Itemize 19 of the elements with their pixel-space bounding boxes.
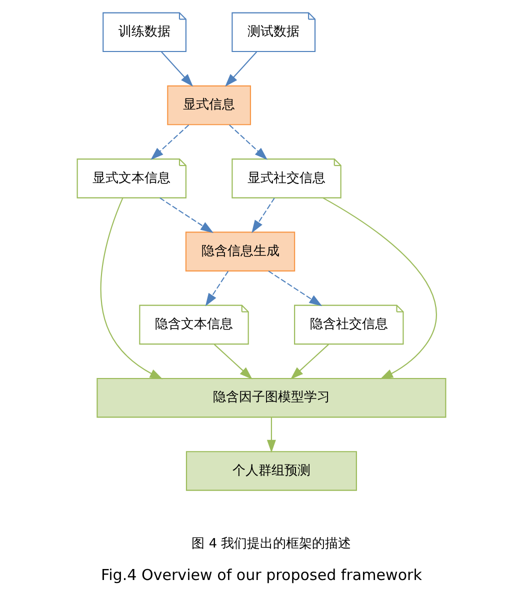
arrow bbox=[290, 344, 329, 380]
arrow bbox=[268, 270, 322, 306]
node-box: 隐含因子图模型学习 bbox=[96, 378, 446, 418]
node-box: 隐含信息生成 bbox=[185, 232, 296, 272]
caption: Fig.4 Overview of our proposed framework bbox=[101, 566, 422, 584]
arrow bbox=[160, 198, 214, 233]
arrow bbox=[161, 52, 194, 87]
node-box: 显式信息 bbox=[167, 85, 252, 126]
arrow bbox=[252, 198, 275, 234]
arrow bbox=[205, 271, 229, 306]
arrow bbox=[214, 344, 252, 380]
arrow bbox=[150, 124, 190, 160]
arrow bbox=[322, 197, 437, 380]
label: 图 4 我们提出的框架的描述 bbox=[192, 536, 352, 552]
arrow bbox=[225, 52, 258, 87]
node-box: 个人群组预测 bbox=[186, 451, 357, 491]
arrow bbox=[229, 124, 268, 160]
arrow bbox=[100, 198, 163, 380]
arrow bbox=[266, 418, 276, 453]
